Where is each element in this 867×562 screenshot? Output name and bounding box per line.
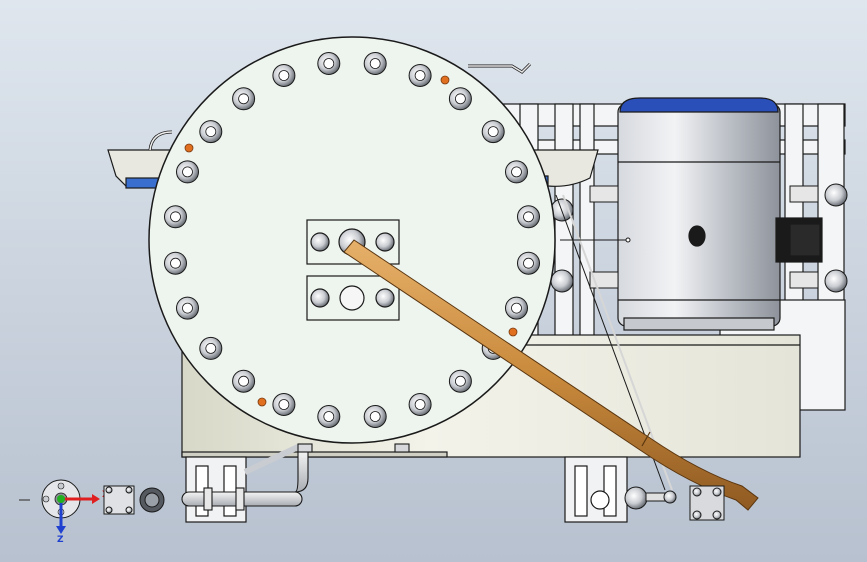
flange-bolt-ring [164, 52, 540, 428]
flange-bolt-hole [511, 302, 522, 314]
flange-bolt-hole [523, 211, 534, 223]
flange-bolt-hole [170, 257, 181, 269]
flange-bolt-hole [205, 126, 217, 138]
flange-bolt-hole [454, 375, 466, 387]
flange-bolt-hole [369, 58, 381, 69]
z-axis-label: Z [57, 535, 64, 545]
electric-motor [617, 97, 823, 331]
flange-bolt-hole [323, 411, 335, 422]
small-fittings [103, 485, 165, 515]
motor-logo-icon [688, 225, 706, 247]
flange-bolt-hole [487, 126, 499, 138]
valve-assembly [624, 485, 725, 521]
copper-pipe [343, 239, 759, 511]
flange-bolt-hole [454, 93, 466, 105]
flange-bolt-hole [414, 399, 426, 410]
drain-pipe [181, 443, 410, 511]
flange-bolt-hole [238, 375, 250, 387]
flange-bolt-hole [414, 70, 426, 81]
flange-bolt-hole [170, 211, 181, 223]
flange-bolt-hole [205, 342, 217, 354]
flange-bolt-hole [523, 257, 534, 269]
flange-bolt-hole [182, 302, 193, 314]
motor-end-cap [619, 97, 779, 113]
flange-bolt-hole [182, 166, 193, 178]
flange-bolt-hole [323, 58, 335, 69]
motor-mount-bolts [550, 183, 848, 293]
flange-bolt-hole [369, 411, 381, 422]
orange-markers [184, 75, 518, 407]
nozzle-plate-bottom [306, 275, 400, 321]
flange-bolt-hole [278, 399, 290, 410]
y-axis-dot [57, 495, 65, 503]
flange-bolt-hole [238, 93, 250, 105]
flange-bolt-hole [511, 166, 522, 178]
flange-bolt-hole [278, 70, 290, 81]
